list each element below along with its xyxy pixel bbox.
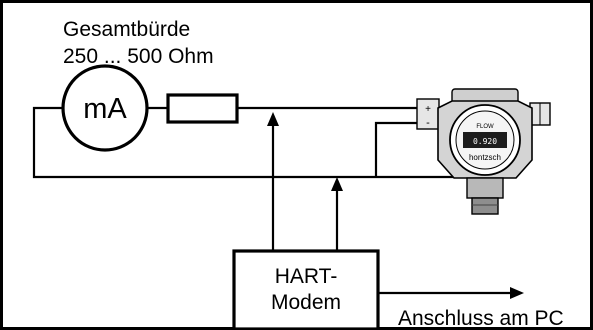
load-resistor [166, 93, 239, 124]
wires [32, 106, 512, 295]
transmitter-brand-label: hontzsch [469, 153, 501, 162]
arrowheads [267, 112, 524, 299]
hart-modem-line1: HART- [275, 265, 338, 288]
arrowhead-modem-top [267, 112, 279, 126]
arrowhead-pc [510, 287, 524, 299]
wire-transmitter-return [374, 121, 418, 177]
terminal-plus-mark: + [425, 104, 431, 115]
milliammeter-circle [61, 64, 149, 152]
load-range: 250 ... 500 Ohm [63, 45, 214, 68]
pc-connection-label: Anschluss am PC [398, 307, 564, 330]
arrowhead-modem-bottom [331, 177, 343, 191]
transmitter-stem [466, 177, 504, 199]
transmitter-display-top: FLOW [476, 124, 494, 130]
hart-modem-box [232, 249, 380, 330]
transmitter-lcd [463, 132, 507, 148]
hart-modem-line2: Modem [271, 291, 341, 314]
terminal-minus-mark: - [426, 117, 430, 129]
load-title: Gesamtbürde [63, 18, 190, 41]
hart-modem: HART- Modem [232, 249, 380, 330]
milliammeter: mA [61, 64, 149, 152]
transmitter-display-value: 0.920 [473, 137, 497, 146]
wire-loop-left [32, 106, 453, 179]
transmitter-stem-foot [471, 197, 499, 215]
flow-transmitter: + - FLOW 0.920 hontzsch [416, 88, 551, 215]
milliammeter-label: mA [83, 93, 127, 125]
